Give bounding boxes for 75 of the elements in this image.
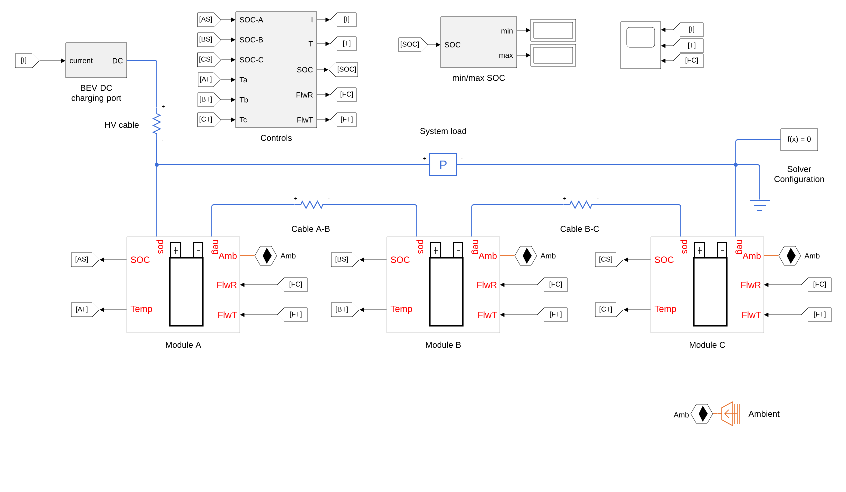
signal-arrow bbox=[221, 18, 236, 22]
block-caption: Cable B-C bbox=[560, 226, 600, 232]
signal-arrow bbox=[317, 18, 330, 22]
signal-arrow bbox=[317, 42, 330, 46]
signal-arrow bbox=[317, 92, 330, 98]
signal-arrow bbox=[40, 58, 66, 64]
signal-arrow bbox=[624, 258, 651, 262]
wire bbox=[126, 60, 158, 108]
block-caption: min/max SOC bbox=[453, 74, 506, 82]
signal-arrow bbox=[624, 308, 651, 312]
port-label: FlwR bbox=[478, 282, 497, 288]
port-label: Amb bbox=[478, 252, 497, 260]
port-label: neg bbox=[736, 240, 742, 254]
block-caption: Cable A-B bbox=[292, 226, 330, 232]
signal-arrow bbox=[764, 312, 802, 318]
wire bbox=[598, 204, 682, 238]
signal-arrow bbox=[221, 118, 236, 122]
block-caption: Controls bbox=[261, 134, 292, 142]
signal-arrow bbox=[360, 308, 387, 312]
port-label: SOC bbox=[655, 256, 674, 264]
signal-arrow bbox=[220, 78, 236, 82]
signal-arrow bbox=[500, 282, 538, 288]
port-label: P bbox=[440, 160, 447, 170]
signal-arrow bbox=[100, 258, 127, 262]
block-caption: Module B bbox=[426, 342, 461, 348]
port-label: pos bbox=[680, 240, 688, 254]
port-label: FlwT bbox=[742, 312, 762, 318]
wire bbox=[156, 140, 430, 166]
signal-arrow bbox=[317, 118, 330, 122]
block-caption: Solver Configuration bbox=[774, 166, 824, 184]
signal-arrow bbox=[360, 258, 387, 262]
signal-arrow bbox=[661, 44, 674, 48]
port-label: FlwT bbox=[218, 312, 238, 318]
signal-arrow bbox=[100, 308, 127, 312]
block-caption: System load bbox=[420, 128, 466, 136]
signal-arrow bbox=[221, 38, 236, 42]
signal-arrow bbox=[517, 28, 531, 33]
signal-arrow bbox=[661, 58, 674, 64]
signal-arrow bbox=[317, 68, 328, 72]
display-block bbox=[530, 44, 576, 67]
signal-arrow bbox=[428, 42, 441, 48]
wire bbox=[212, 204, 296, 238]
display-block bbox=[530, 19, 576, 42]
wire bbox=[328, 204, 418, 238]
port-label: Temp bbox=[130, 306, 152, 314]
signal-arrow bbox=[661, 28, 674, 32]
scope-block bbox=[620, 22, 662, 70]
wire bbox=[457, 164, 760, 200]
port-label: Amb bbox=[742, 252, 761, 260]
port-label: SOC bbox=[391, 256, 410, 264]
port-label: SOC bbox=[131, 256, 150, 264]
signal-arrow bbox=[240, 282, 278, 288]
block-caption: Module C bbox=[690, 342, 726, 348]
block-caption: Module A bbox=[166, 342, 202, 348]
block-caption: HV cable bbox=[106, 122, 139, 128]
port-label: neg bbox=[472, 240, 478, 254]
port-label: Temp bbox=[390, 306, 412, 314]
ground-symbol bbox=[750, 200, 770, 212]
signal-arrow bbox=[221, 98, 236, 102]
port-label: FlwT bbox=[478, 312, 498, 318]
signal-arrow bbox=[240, 312, 278, 318]
signal-arrow bbox=[764, 282, 802, 288]
port-label: Temp bbox=[654, 306, 676, 314]
port-label: Amb bbox=[218, 252, 237, 260]
block-caption: Ambient bbox=[748, 410, 780, 418]
signal-arrow bbox=[500, 312, 538, 318]
port-label: neg bbox=[212, 240, 218, 254]
wire bbox=[472, 204, 564, 238]
signal-arrow bbox=[221, 58, 236, 62]
block-caption: BEV DC charging port bbox=[72, 85, 122, 103]
port-label: FlwR bbox=[218, 282, 237, 288]
port-label: pos bbox=[416, 240, 424, 254]
signal-arrow bbox=[517, 53, 531, 58]
port-label: pos bbox=[156, 240, 164, 254]
port-label: FlwR bbox=[742, 282, 761, 288]
